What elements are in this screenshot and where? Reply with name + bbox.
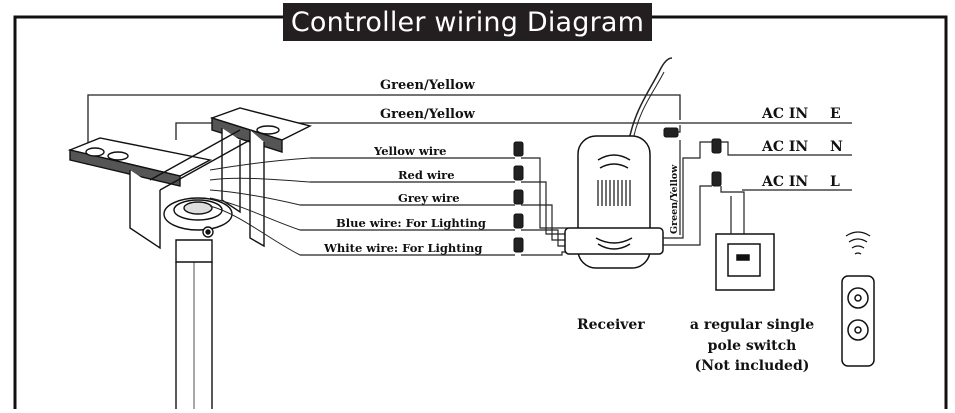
antenna-wire [627,57,673,146]
switch-label-line-3: (Not included) [695,358,810,374]
hanger-ball [163,197,233,238]
canopy-wire-bundle [209,157,311,256]
signal-icon [845,231,871,255]
wire-label-red: Red wire [398,168,455,182]
ac-in-terminal-n: N [830,139,843,155]
wire-leaders [300,157,568,256]
wire-label-yellow: Yellow wire [373,144,446,158]
switch-label-line-1: a regular single [690,317,814,333]
diagram-title: Controller wiring Diagram [283,3,652,41]
ac-in-terminal-l: L [830,174,840,190]
receiver-unit [564,135,664,269]
wire-label-white: White wire: For Lighting [323,241,482,255]
ground-wire-lines [87,94,852,165]
ground-wire-label-1: Green/Yellow [380,78,476,93]
ac-in-label-n: AC IN [761,139,808,155]
wire-label-grey: Grey wire [398,191,460,205]
downrod [175,262,213,409]
switch-label-line-2: pole switch [708,338,797,354]
outer-frame [13,15,948,409]
ground-wire-label-2: Green/Yellow [380,107,476,122]
wire-nuts [513,127,722,253]
remote-control [841,275,875,367]
ac-in-terminal-e: E [830,106,841,122]
vertical-ground-label: Green/Yellow [669,164,680,234]
receiver-label: Receiver [577,317,645,333]
wire-label-blue: Blue wire: For Lighting [336,216,486,230]
ac-in-label-e: AC IN [761,106,808,122]
wall-switch [715,233,775,291]
ac-in-label-l: AC IN [761,174,808,190]
mounting-bracket [67,107,312,263]
ac-wiring [663,125,852,246]
